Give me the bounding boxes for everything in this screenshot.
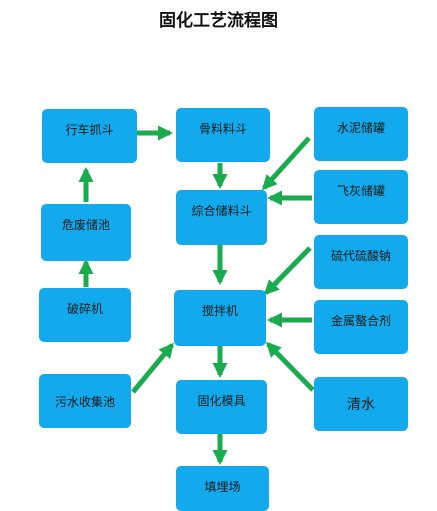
node-label: 行车抓斗: [65, 123, 114, 137]
arrow-cement-tank-to-combined-hopper: [261, 136, 311, 191]
node-label: 飞灰储罐: [336, 184, 385, 198]
node-sodium-thiosulfate: 硫代硫酸钠: [314, 235, 408, 289]
node-fly-ash-tank: 飞灰储罐: [314, 170, 408, 224]
node-label: 搅拌机: [201, 304, 238, 318]
arrow-clean-water-to-mixer: [265, 341, 315, 392]
node-aggregate-hopper: 骨料料斗: [176, 108, 270, 162]
node-label: 固化模具: [197, 394, 246, 408]
node-label: 污水收集池: [54, 394, 115, 409]
diagram-title: 固化工艺流程图: [159, 11, 278, 31]
node-hazardous-pool: 危废储池: [41, 204, 131, 261]
node-cement-tank: 水泥储罐: [314, 107, 408, 161]
node-label: 危废储池: [61, 218, 110, 232]
node-label: 综合储料斗: [191, 204, 252, 218]
node-label: 硫代硫酸钠: [330, 249, 391, 263]
node-label: 填埋场: [204, 480, 241, 494]
node-metal-chelator: 金属螯合剂: [314, 300, 408, 354]
node-clean-water: 清水: [314, 377, 408, 431]
arrow-sodium-thiosulfate-to-mixer: [263, 246, 312, 296]
node-label: 骨料料斗: [198, 122, 247, 136]
node-landfill: 填埋场: [176, 466, 269, 511]
node-mixer: 搅拌机: [174, 290, 266, 346]
node-sewage-pool: 污水收集池: [39, 374, 131, 428]
node-solidify-mold: 固化模具: [176, 380, 267, 434]
node-label: 清水: [347, 397, 375, 413]
node-label: 金属螯合剂: [330, 314, 391, 328]
node-label: 水泥储罐: [336, 121, 385, 135]
arrow-sewage-pool-to-mixer: [131, 342, 174, 394]
node-crusher: 破碎机: [39, 288, 131, 342]
node-combined-hopper: 综合储料斗: [176, 190, 267, 245]
node-crane-grab: 行车抓斗: [42, 109, 137, 163]
node-label: 破碎机: [66, 302, 103, 316]
